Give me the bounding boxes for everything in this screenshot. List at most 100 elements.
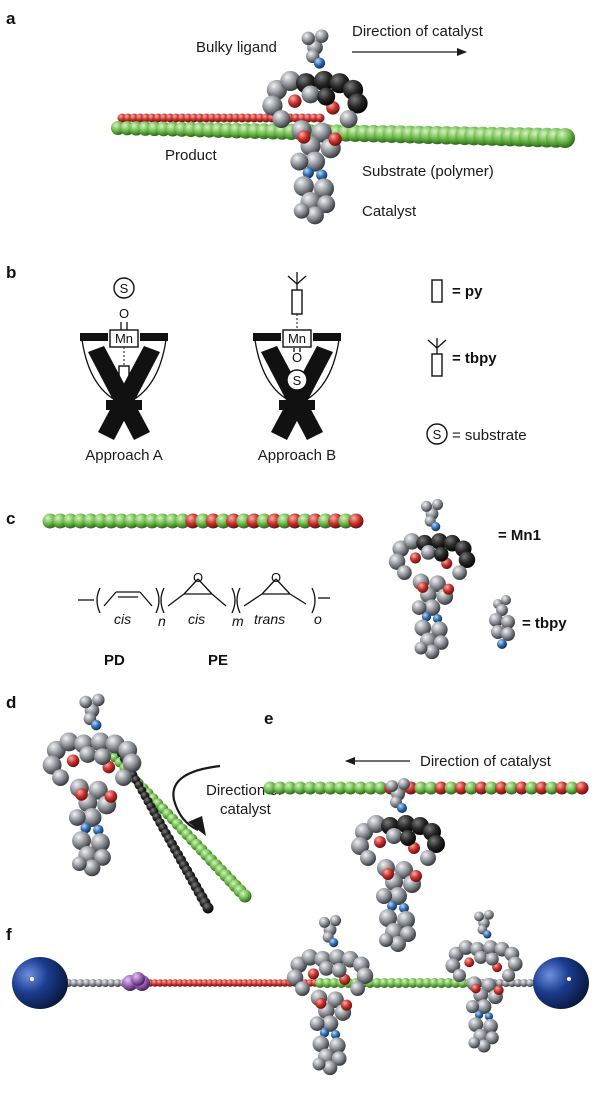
stopper-linker-bead [107,979,116,987]
oxygen-atom [417,581,429,593]
stopper-linker-bead [526,979,534,987]
atom-sphere [68,809,86,826]
legend-py-label: = py [452,283,483,300]
substrate-bead [386,978,397,988]
atom-sphere [420,850,436,866]
polymer-bead [364,781,378,795]
atom-sphere [397,565,412,580]
atom-sphere [411,600,427,615]
atom-sphere [262,95,283,116]
oxygen-atom [75,788,88,801]
py-legend-icon [431,279,443,303]
label-catalyst: Catalyst [362,203,417,220]
atom-sphere [423,599,441,616]
label-approach-b: Approach B [258,447,336,464]
atom-sphere [94,748,111,765]
atom-sphere [379,909,397,927]
legend-substrate-label: = substrate [452,427,527,444]
nitrogen-atom [319,1028,330,1038]
atom-sphere [485,1031,499,1045]
curved-direction-arrow [172,764,221,832]
nitrogen-atom [431,522,441,532]
substrate-bead [329,978,340,988]
oxygen-atom [409,552,421,564]
atom-sphere [400,830,416,846]
atom-sphere [350,981,365,996]
polymer-bead [354,781,368,795]
polymer-bead [434,781,448,795]
substrate-bead [322,978,333,988]
stopper-sphere-left [12,957,68,1009]
atom-sphere [339,110,358,128]
atom-sphere [429,575,446,592]
atom-sphere [427,835,445,853]
atom-sphere [312,1057,326,1071]
atom-sphere [351,837,369,855]
label-direction-of-d: Direction of [206,782,283,799]
atom-sphere [322,1060,338,1076]
atom-sphere [390,936,406,952]
polymer-bead [424,781,438,795]
polymer-bead [273,781,287,795]
oxygen-atom [315,997,327,1009]
atom-sphere [309,1016,325,1031]
mn1-molecule [388,499,476,660]
atom-sphere [79,746,97,763]
polymer-bead [348,513,364,529]
label-direction-of-catalyst: Direction of catalyst [352,23,484,40]
nitrogen-atom [484,1012,494,1021]
nitrogen-atom [93,824,104,836]
product-chain-red [117,113,325,123]
atom-sphere [272,110,291,128]
catalyst-molecule-f1 [286,915,374,1076]
catalyst-molecule [262,29,368,225]
substrate-bead [372,978,383,988]
atom-sphere [414,619,432,637]
stopper-linker-bead [95,979,104,987]
oxygen-atom [382,868,394,880]
mn-label: Mn [115,331,133,346]
atom-sphere [414,641,428,655]
atom-sphere [290,152,309,171]
label-pd: PD [104,652,125,669]
nitrogen-atom [316,169,328,181]
atom-sphere [90,833,110,853]
atom-sphere [301,31,315,46]
atom-sphere [501,627,515,641]
oxygen-atom [66,754,80,768]
atom-sphere [386,828,402,844]
subscript-m: m [232,613,244,629]
legend-substrate-s: S [433,427,442,442]
atom-sphere [431,621,448,638]
polymer-structure [78,578,330,614]
atom-sphere [468,1036,480,1049]
polymer-bead [313,781,327,795]
atom-sphere [420,545,436,560]
atom-sphere [356,967,374,985]
legend-substrate: S = substrate [426,423,527,445]
atom-sphere [397,911,415,929]
atom-sphere [502,968,516,982]
substrate-s-label: S [120,281,129,296]
atom-sphere [452,565,467,580]
panel-letter-b: b [6,263,16,282]
polymer-bead [374,781,388,795]
polymer-bead [333,781,347,795]
label-product: Product [165,147,218,164]
oxygen-atom [470,983,481,994]
polymer-bead [293,781,307,795]
label-substrate-polymer: Substrate (polymer) [362,163,494,180]
atom-sphere [329,1037,346,1054]
oxygen-atom [493,985,504,996]
atom-sphere [72,856,87,872]
oxygen-atom [374,836,386,848]
polymer-bead [344,781,358,795]
polymer-bead [464,781,478,795]
stopper-linker-bead [101,979,110,987]
atom-sphere [481,977,497,993]
polymer-bead [303,781,317,795]
oxygen-atom [288,94,302,108]
polymer-bead [283,781,297,795]
substrate-legend-icon [426,423,448,445]
substrate-chain-green [111,121,575,148]
